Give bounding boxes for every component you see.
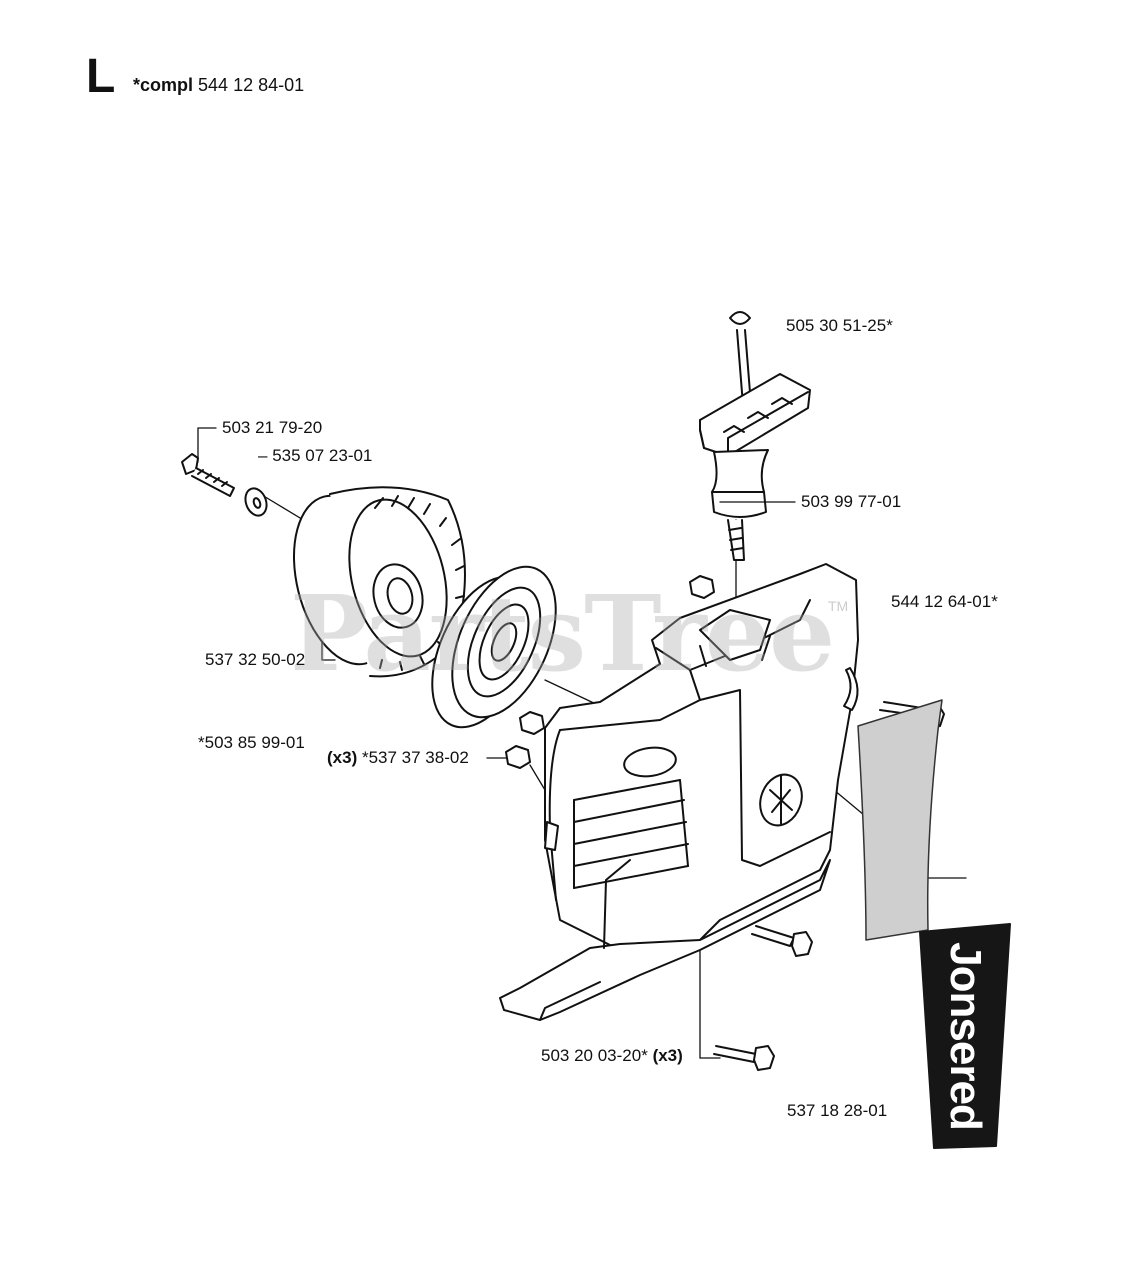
label-spring: *503 85 99-01 xyxy=(198,733,305,752)
screw-bottom-number: 503 20 03-20* xyxy=(541,1046,648,1065)
compl-prefix: *compl xyxy=(133,75,194,95)
watermark: PartsTree xyxy=(290,572,835,695)
label-handle-grip: 503 99 77-01 xyxy=(801,492,902,511)
section-letter: L xyxy=(86,50,116,103)
starter-handle-part xyxy=(699,311,811,561)
label-washer: – 535 07 23-01 xyxy=(258,446,373,465)
pawl-qty: (x3) xyxy=(327,748,358,767)
label-pawl: (x3) *537 37 38-02 xyxy=(327,748,469,768)
pawl-parts xyxy=(505,575,715,769)
label-pulley: 537 32 50-02 xyxy=(205,650,306,669)
screw-bottom-qty: (x3) xyxy=(652,1046,683,1065)
complete-assembly-label: *compl 544 12 84-01 xyxy=(133,75,304,96)
label-cover: 544 12 64-01* xyxy=(891,592,998,611)
pulley-part xyxy=(292,486,466,678)
label-screw-bottom: 503 20 03-20* (x3) xyxy=(541,1046,683,1066)
label-decal: 537 18 28-01 xyxy=(787,1101,888,1120)
screw-top-part xyxy=(181,453,268,517)
cover-part xyxy=(499,563,859,1021)
watermark-tm: TM xyxy=(828,598,849,614)
compl-number: 544 12 84-01 xyxy=(198,75,305,95)
decal-part xyxy=(857,699,943,941)
brand-tag xyxy=(919,923,1011,1149)
pawl-number: *537 37 38-02 xyxy=(361,748,469,767)
spring-part xyxy=(431,565,557,729)
label-screw-top: 503 21 79-20 xyxy=(222,418,323,437)
label-cord: 505 30 51-25* xyxy=(786,316,893,335)
brand-logo-text: Jonsered xyxy=(941,942,990,1130)
